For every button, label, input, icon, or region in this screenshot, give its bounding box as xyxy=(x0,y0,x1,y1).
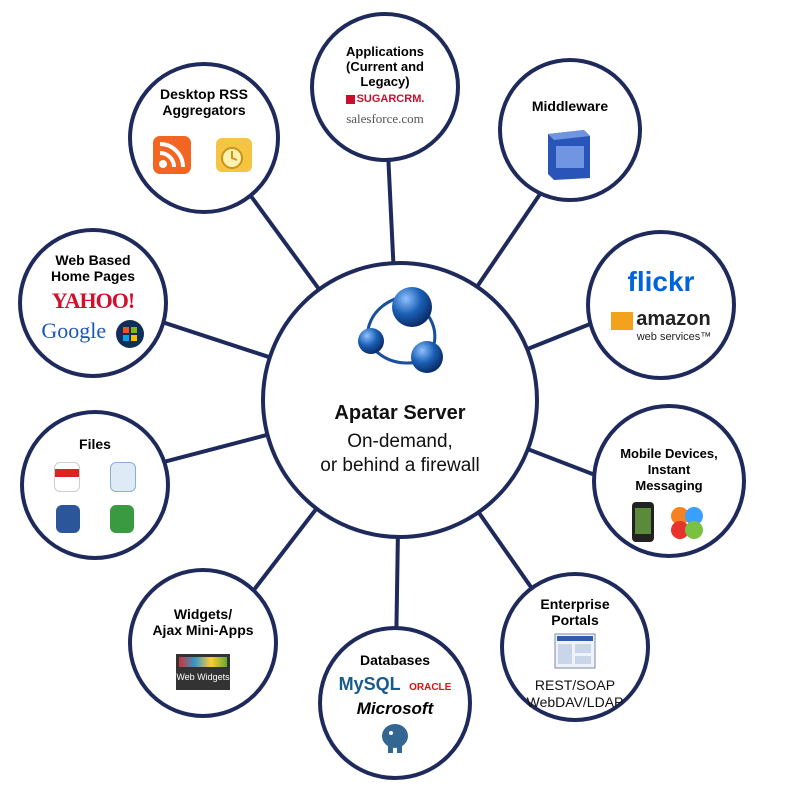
node-widgets: Widgets/ Ajax Mini-Apps Web Widgets xyxy=(128,568,278,718)
msn-butterfly-icon xyxy=(671,507,704,539)
node-mobile: Mobile Devices, Instant Messaging xyxy=(592,404,746,558)
google-logo: Google xyxy=(41,318,107,343)
postgresql-elephant-icon xyxy=(382,724,408,753)
node-title-widgets: Widgets/ Ajax Mini-Apps xyxy=(152,606,254,638)
middleware-box-icon xyxy=(548,130,590,180)
node-rss: Desktop RSS Aggregators xyxy=(128,62,280,214)
excel-icon xyxy=(110,505,135,533)
windows-icon xyxy=(115,319,144,348)
rss-icon xyxy=(152,136,191,174)
aws-subtitle: web services™ xyxy=(636,331,712,343)
node-homepages: Web Based Home Pages YAHOO! Google xyxy=(18,228,168,378)
node-web-services: flickr amazon web services™ xyxy=(586,230,736,380)
center-title: Apatar Server xyxy=(334,402,466,424)
pdf-icon xyxy=(53,462,80,492)
salesforce-logo: salesforce.com xyxy=(346,111,424,126)
web-widgets-logo: Web Widgets xyxy=(176,654,230,690)
portal-protocols: REST/SOAP WebDAV/LDAP xyxy=(526,677,624,710)
node-databases: Databases MySQL ORACLE Microsoft xyxy=(318,626,472,780)
node-applications: Applications (Current and Legacy) SUGARC… xyxy=(310,12,460,162)
microsoft-logo: Microsoft xyxy=(356,699,434,718)
oracle-logo: ORACLE xyxy=(409,682,452,693)
node-title-homepages: Web Based Home Pages xyxy=(50,252,136,284)
node-title-rss: Desktop RSS Aggregators xyxy=(160,86,248,118)
node-files: Files xyxy=(20,410,170,560)
node-title-databases: Databases xyxy=(359,652,431,668)
notepad-icon xyxy=(110,462,137,492)
outlook-icon xyxy=(216,138,253,172)
flickr-logo: flickr xyxy=(627,266,695,297)
node-portals: Enterprise Portals REST/SOAP WebDAV/LDAP xyxy=(500,572,650,722)
node-title-middleware: Middleware xyxy=(531,98,609,114)
word-icon xyxy=(55,505,80,533)
sugarcrm-logo: SUGARCRM. xyxy=(314,93,456,105)
node-title-mobile: Mobile Devices, Instant Messaging xyxy=(620,446,718,493)
amazon-logo: amazon xyxy=(590,308,732,331)
iphone-icon xyxy=(631,502,654,542)
aws-cubes-icon xyxy=(611,311,634,330)
center-subtitle: On-demand, or behind a firewall xyxy=(320,431,480,476)
apatar-circles-icon xyxy=(358,287,443,373)
node-title-portals: Enterprise Portals xyxy=(540,596,610,628)
node-middleware: Middleware xyxy=(498,58,642,202)
node-title-files: Files xyxy=(79,436,111,452)
yahoo-logo: YAHOO! xyxy=(51,288,135,313)
center-node-apatar-server: Apatar Server On-demand, or behind a fir… xyxy=(261,261,539,539)
sugarcrm-cube-icon xyxy=(345,94,355,104)
mysql-logo: MySQL xyxy=(338,674,401,694)
portal-page-icon xyxy=(554,633,596,669)
node-title-applications: Applications (Current and Legacy) xyxy=(345,44,424,89)
